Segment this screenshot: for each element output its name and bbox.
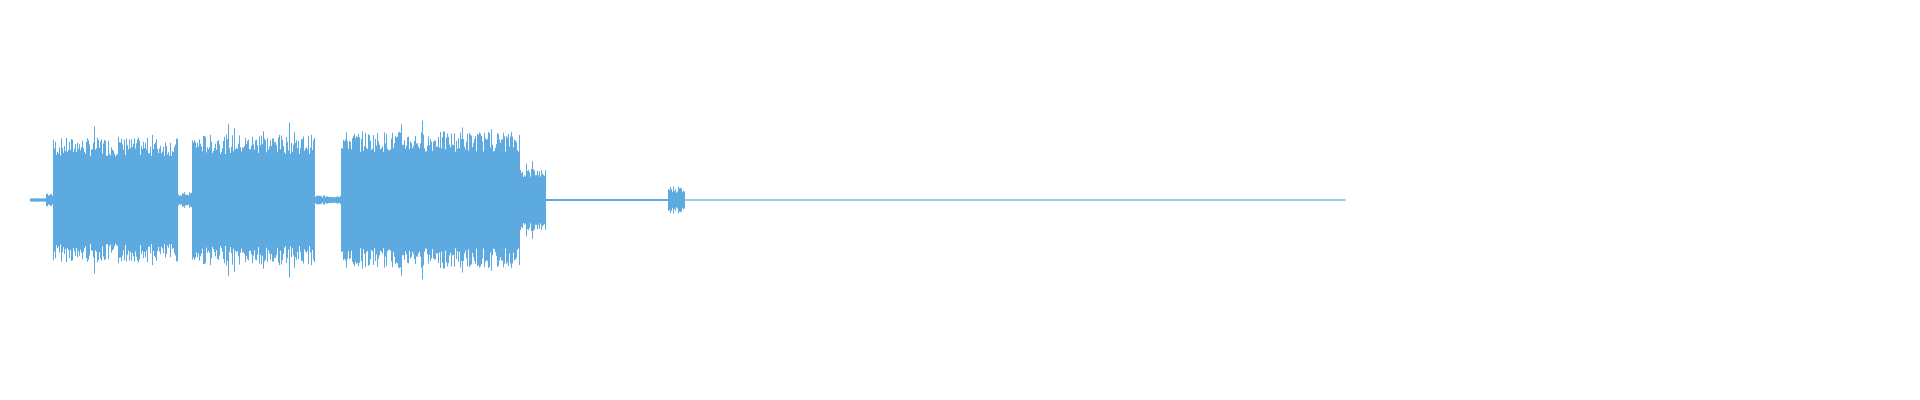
waveform-bars xyxy=(30,120,1346,280)
